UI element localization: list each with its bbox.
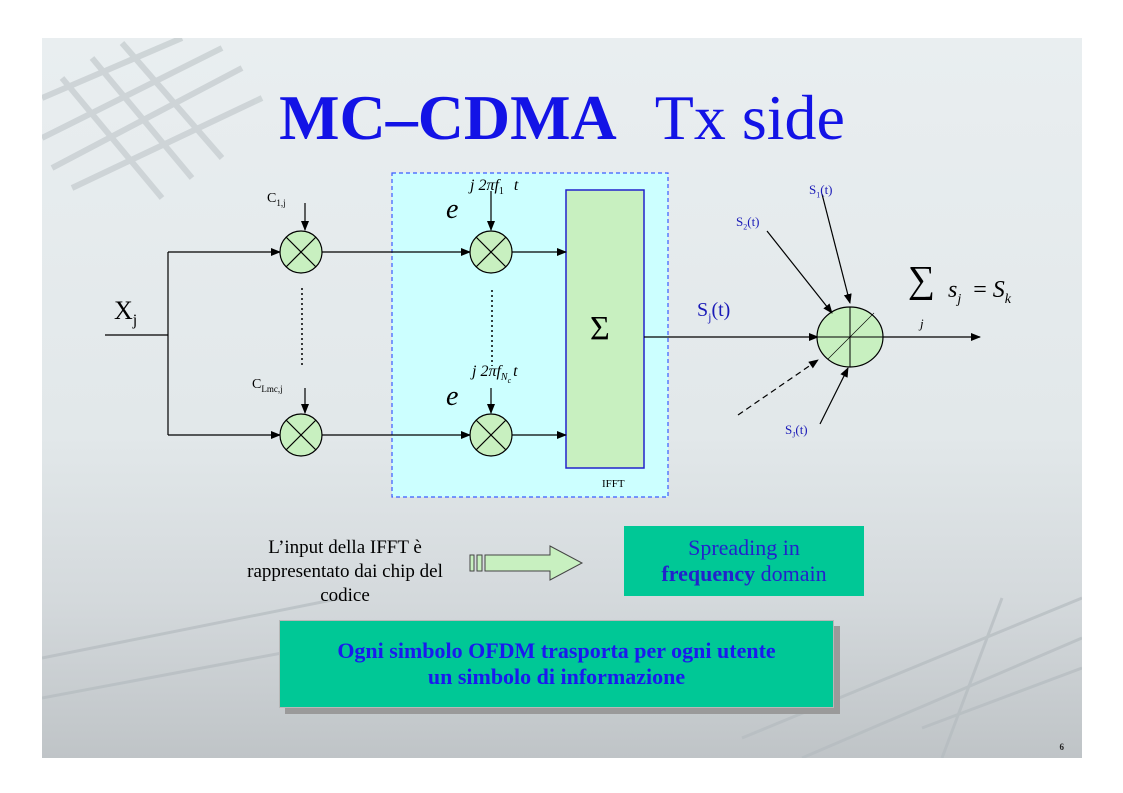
code-top-label: C1,j — [267, 191, 286, 208]
exp-top-base: e — [446, 194, 459, 225]
formula-under-index: j — [920, 316, 924, 331]
exp-top-power: j 2πf1 t — [470, 177, 519, 198]
callout-line1: Ogni simbolo OFDM trasporta per ogni ute… — [337, 638, 776, 663]
sJ-label: SJ(t) — [785, 422, 808, 440]
title-normal: Tx side — [654, 82, 845, 153]
formula-sum-sign: ∑ — [908, 259, 936, 301]
s1-label: S1(t) — [809, 182, 833, 200]
spreading-line2: frequency domain — [661, 561, 827, 586]
input-xj-label: Xj — [114, 296, 138, 330]
carrier-multiplier-bottom — [469, 413, 513, 457]
sj-label: Sj(t) — [697, 299, 731, 324]
code-multiplier-bottom — [279, 413, 323, 457]
combiner-circle — [816, 306, 884, 368]
callout-line2: un simbolo di informazione — [427, 664, 686, 689]
carrier-multiplier-top — [469, 230, 513, 274]
exp-bottom-power: j 2πfNct — [472, 363, 518, 386]
formula-body: sj =Sk — [948, 277, 1011, 307]
right-arrow-icon — [469, 545, 584, 581]
background-decoration — [42, 38, 1082, 758]
sJ-arrow — [819, 367, 849, 425]
s1-arrow — [821, 193, 852, 304]
slide: MC–CDMA Tx side — [42, 38, 1082, 758]
spreading-line1: Spreading in — [688, 535, 800, 560]
mc-cdma-tx-diagram — [105, 172, 981, 581]
ofdm-callout-box: Ogni simbolo OFDM trasporta per ogni ute… — [279, 620, 834, 708]
exp-bottom-base: e — [446, 381, 459, 412]
s2-arrow — [766, 230, 833, 314]
spreading-box: Spreading in frequency domain — [624, 526, 864, 596]
page-title: MC–CDMA Tx side — [42, 86, 1082, 150]
title-bold: MC–CDMA — [279, 82, 617, 153]
s2-label: S2(t) — [736, 214, 760, 232]
ifft-label: IFFT — [602, 478, 625, 490]
page-number: 6 — [1059, 742, 1065, 752]
sum-symbol: Σ — [590, 310, 610, 347]
code-bottom-label: CLmc,j — [252, 377, 283, 394]
ifft-block — [565, 189, 645, 469]
code-multiplier-top — [279, 230, 323, 274]
ifft-input-note: L’input della IFFT è rappresentato dai c… — [247, 537, 443, 606]
dashed-arrow — [737, 359, 819, 416]
